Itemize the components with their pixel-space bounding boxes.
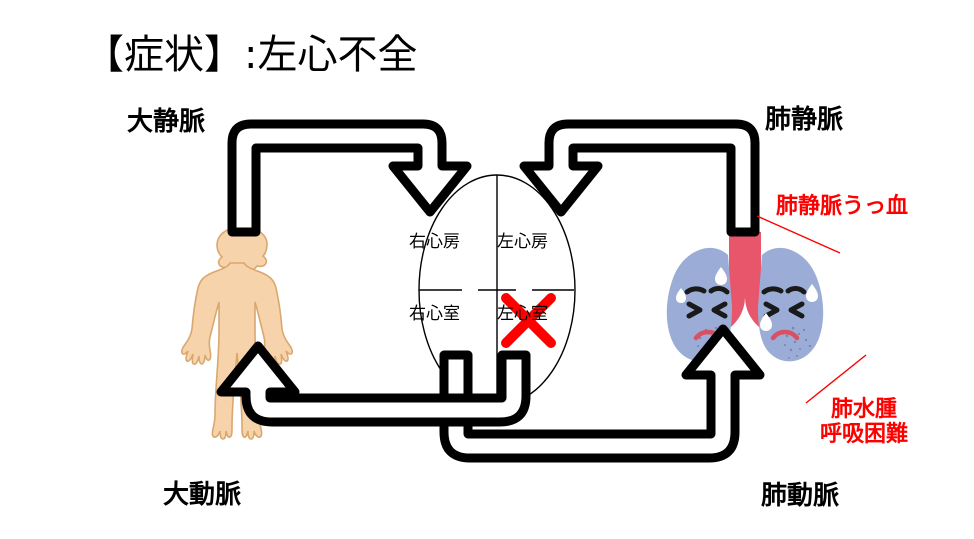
label-pulmonary-edema-group: 肺水腫呼吸困難: [820, 397, 909, 447]
chamber-left-ventricle: 左心室: [497, 304, 548, 324]
label-pulmonary-vein: 肺静脈: [765, 105, 844, 135]
flow-arrow-vena-cava: [227, 119, 472, 237]
flow-arrow-pulmonary-vein: [519, 119, 760, 237]
page-title: 【症状】:左心不全: [84, 32, 418, 78]
label-dyspnea: 呼吸困難: [820, 421, 909, 447]
chamber-right-atrium: 右心房: [409, 232, 460, 252]
label-pulmonary-edema: 肺水腫: [831, 397, 898, 422]
chamber-right-ventricle: 右心室: [409, 304, 460, 324]
flow-arrow-aorta: [216, 341, 531, 427]
label-pulmonary-artery: 肺動脈: [761, 481, 840, 511]
lungs-illustration: [666, 228, 824, 362]
heart-outline: [418, 174, 576, 406]
flow-arrow-pulmonary-artery: [439, 324, 765, 463]
leader-line-edema: [805, 354, 867, 404]
human-body-figure: [180, 227, 294, 440]
chamber-left-atrium: 左心房: [497, 232, 548, 252]
left-ventricle-failure-mark: [501, 293, 556, 348]
lung-face-right: [760, 284, 818, 341]
label-aorta: 大動脈: [163, 480, 242, 510]
label-vena-cava: 大静脈: [127, 107, 206, 137]
label-pulmonary-vein-congestion: 肺静脈うっ血: [776, 194, 909, 219]
lung-face-left: [676, 267, 730, 341]
leader-line-congestion: [756, 215, 841, 254]
